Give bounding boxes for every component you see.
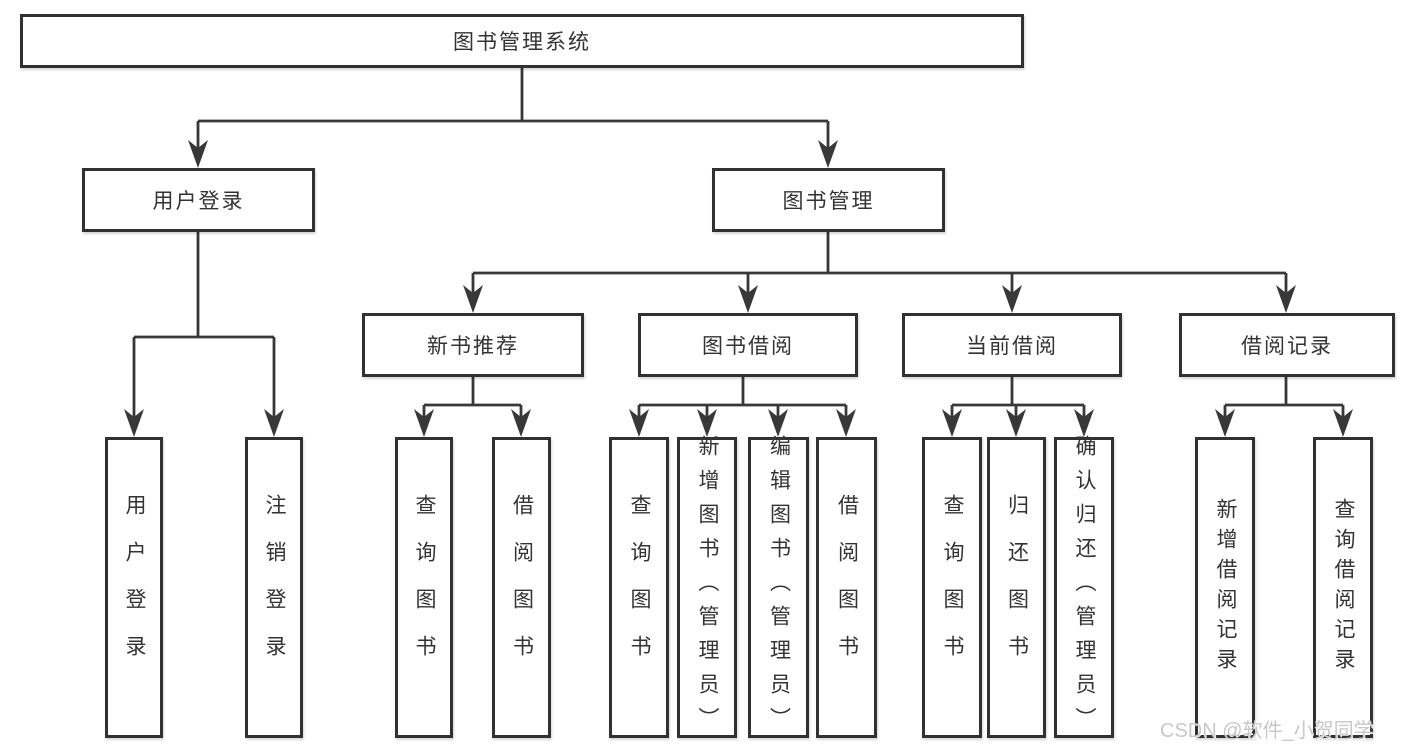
leaf-query-borrow-record: 查询借阅记录: [1313, 437, 1373, 738]
leaf-label: 新增图书（管理员）: [696, 434, 719, 741]
leaf-label: 查询借阅记录: [1332, 497, 1355, 678]
leaf-label: 用户登录: [123, 493, 146, 682]
node-label: 图书借阅: [702, 335, 794, 358]
node-current-borrowing: 当前借阅: [902, 313, 1122, 377]
leaf-add-book-admin: 新增图书（管理员）: [677, 434, 737, 741]
csdn-watermark: CSDN @软件_小贺同学: [1160, 720, 1374, 742]
node-label: 图书管理系统: [453, 31, 591, 54]
leaf-label: 借阅图书: [510, 493, 534, 682]
leaf-borrow-books-recommend: 借阅图书: [492, 437, 551, 738]
leaf-user-login: 用户登录: [105, 437, 163, 738]
leaf-edit-book-admin: 编辑图书（管理员）: [748, 434, 809, 741]
node-book-management: 图书管理: [712, 168, 945, 232]
leaf-label: 归还图书: [1005, 493, 1029, 682]
node-label: 用户登录: [152, 190, 245, 213]
leaf-label: 确认归还（管理员）: [1073, 434, 1096, 741]
leaf-label: 查询图书: [941, 493, 964, 682]
leaf-return-books: 归还图书: [987, 437, 1046, 738]
leaf-logout: 注销登录: [245, 437, 303, 738]
node-label: 借阅记录: [1241, 335, 1333, 358]
leaf-query-books-recommend: 查询图书: [395, 437, 453, 738]
arrowheads: [124, 140, 1353, 437]
node-label: 当前借阅: [966, 335, 1058, 358]
leaf-label: 查询图书: [413, 493, 436, 682]
node-new-book-recommend: 新书推荐: [362, 313, 584, 377]
leaf-label: 注销登录: [263, 493, 286, 682]
leaf-add-borrow-record: 新增借阅记录: [1195, 437, 1255, 738]
node-book-borrowing: 图书借阅: [638, 313, 858, 377]
leaf-label: 借阅图书: [835, 493, 859, 682]
node-user-login: 用户登录: [82, 168, 315, 232]
leaf-query-books-current: 查询图书: [922, 437, 982, 738]
leaf-borrow-books: 借阅图书: [816, 437, 877, 738]
node-borrowing-records: 借阅记录: [1179, 313, 1395, 377]
node-label: 图书管理: [782, 190, 875, 213]
node-library-management-system: 图书管理系统: [20, 14, 1024, 68]
leaf-label: 新增借阅记录: [1214, 497, 1237, 678]
leaf-query-books-borrow: 查询图书: [609, 437, 669, 738]
node-label: 新书推荐: [427, 335, 519, 358]
leaf-confirm-return-admin: 确认归还（管理员）: [1054, 434, 1114, 741]
leaf-label: 查询图书: [628, 493, 651, 682]
leaf-label: 编辑图书（管理员）: [767, 434, 791, 741]
